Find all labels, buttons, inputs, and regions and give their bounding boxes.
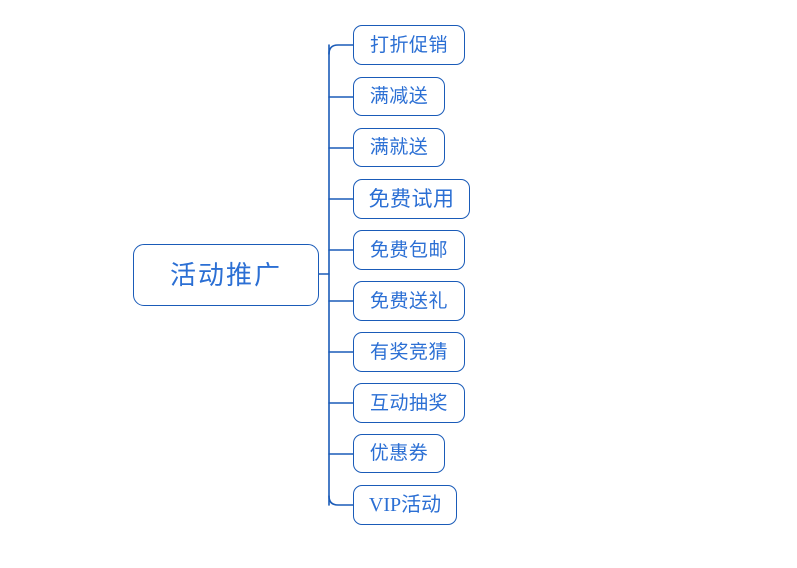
child-node-2[interactable]: 满减送 xyxy=(353,77,445,116)
child-node-label: 免费包邮 xyxy=(369,239,448,261)
root-node[interactable]: 活动推广 xyxy=(133,244,319,306)
branch-connector-1 xyxy=(328,44,354,55)
child-node-10[interactable]: VIP活动 xyxy=(353,485,457,525)
child-node-label: VIP活动 xyxy=(368,494,442,516)
child-node-4[interactable]: 免费试用 xyxy=(353,179,470,219)
child-node-label: 打折促销 xyxy=(369,34,448,56)
child-node-label: 满就送 xyxy=(369,137,429,158)
child-node-label: 有奖竞猜 xyxy=(369,341,448,363)
branch-connector-10 xyxy=(328,495,354,506)
child-node-9[interactable]: 优惠券 xyxy=(353,434,445,473)
child-node-label: 免费试用 xyxy=(368,187,455,211)
child-node-label: 免费送礼 xyxy=(369,290,448,312)
child-node-label: 优惠券 xyxy=(369,443,429,464)
child-node-1[interactable]: 打折促销 xyxy=(353,25,465,65)
root-node-label: 活动推广 xyxy=(169,260,282,290)
child-node-3[interactable]: 满就送 xyxy=(353,128,445,167)
child-node-5[interactable]: 免费包邮 xyxy=(353,230,465,270)
child-node-7[interactable]: 有奖竞猜 xyxy=(353,332,465,372)
child-node-6[interactable]: 免费送礼 xyxy=(353,281,465,321)
child-node-label: 互动抽奖 xyxy=(369,392,448,414)
child-node-8[interactable]: 互动抽奖 xyxy=(353,383,465,423)
child-node-label: 满减送 xyxy=(369,86,429,107)
